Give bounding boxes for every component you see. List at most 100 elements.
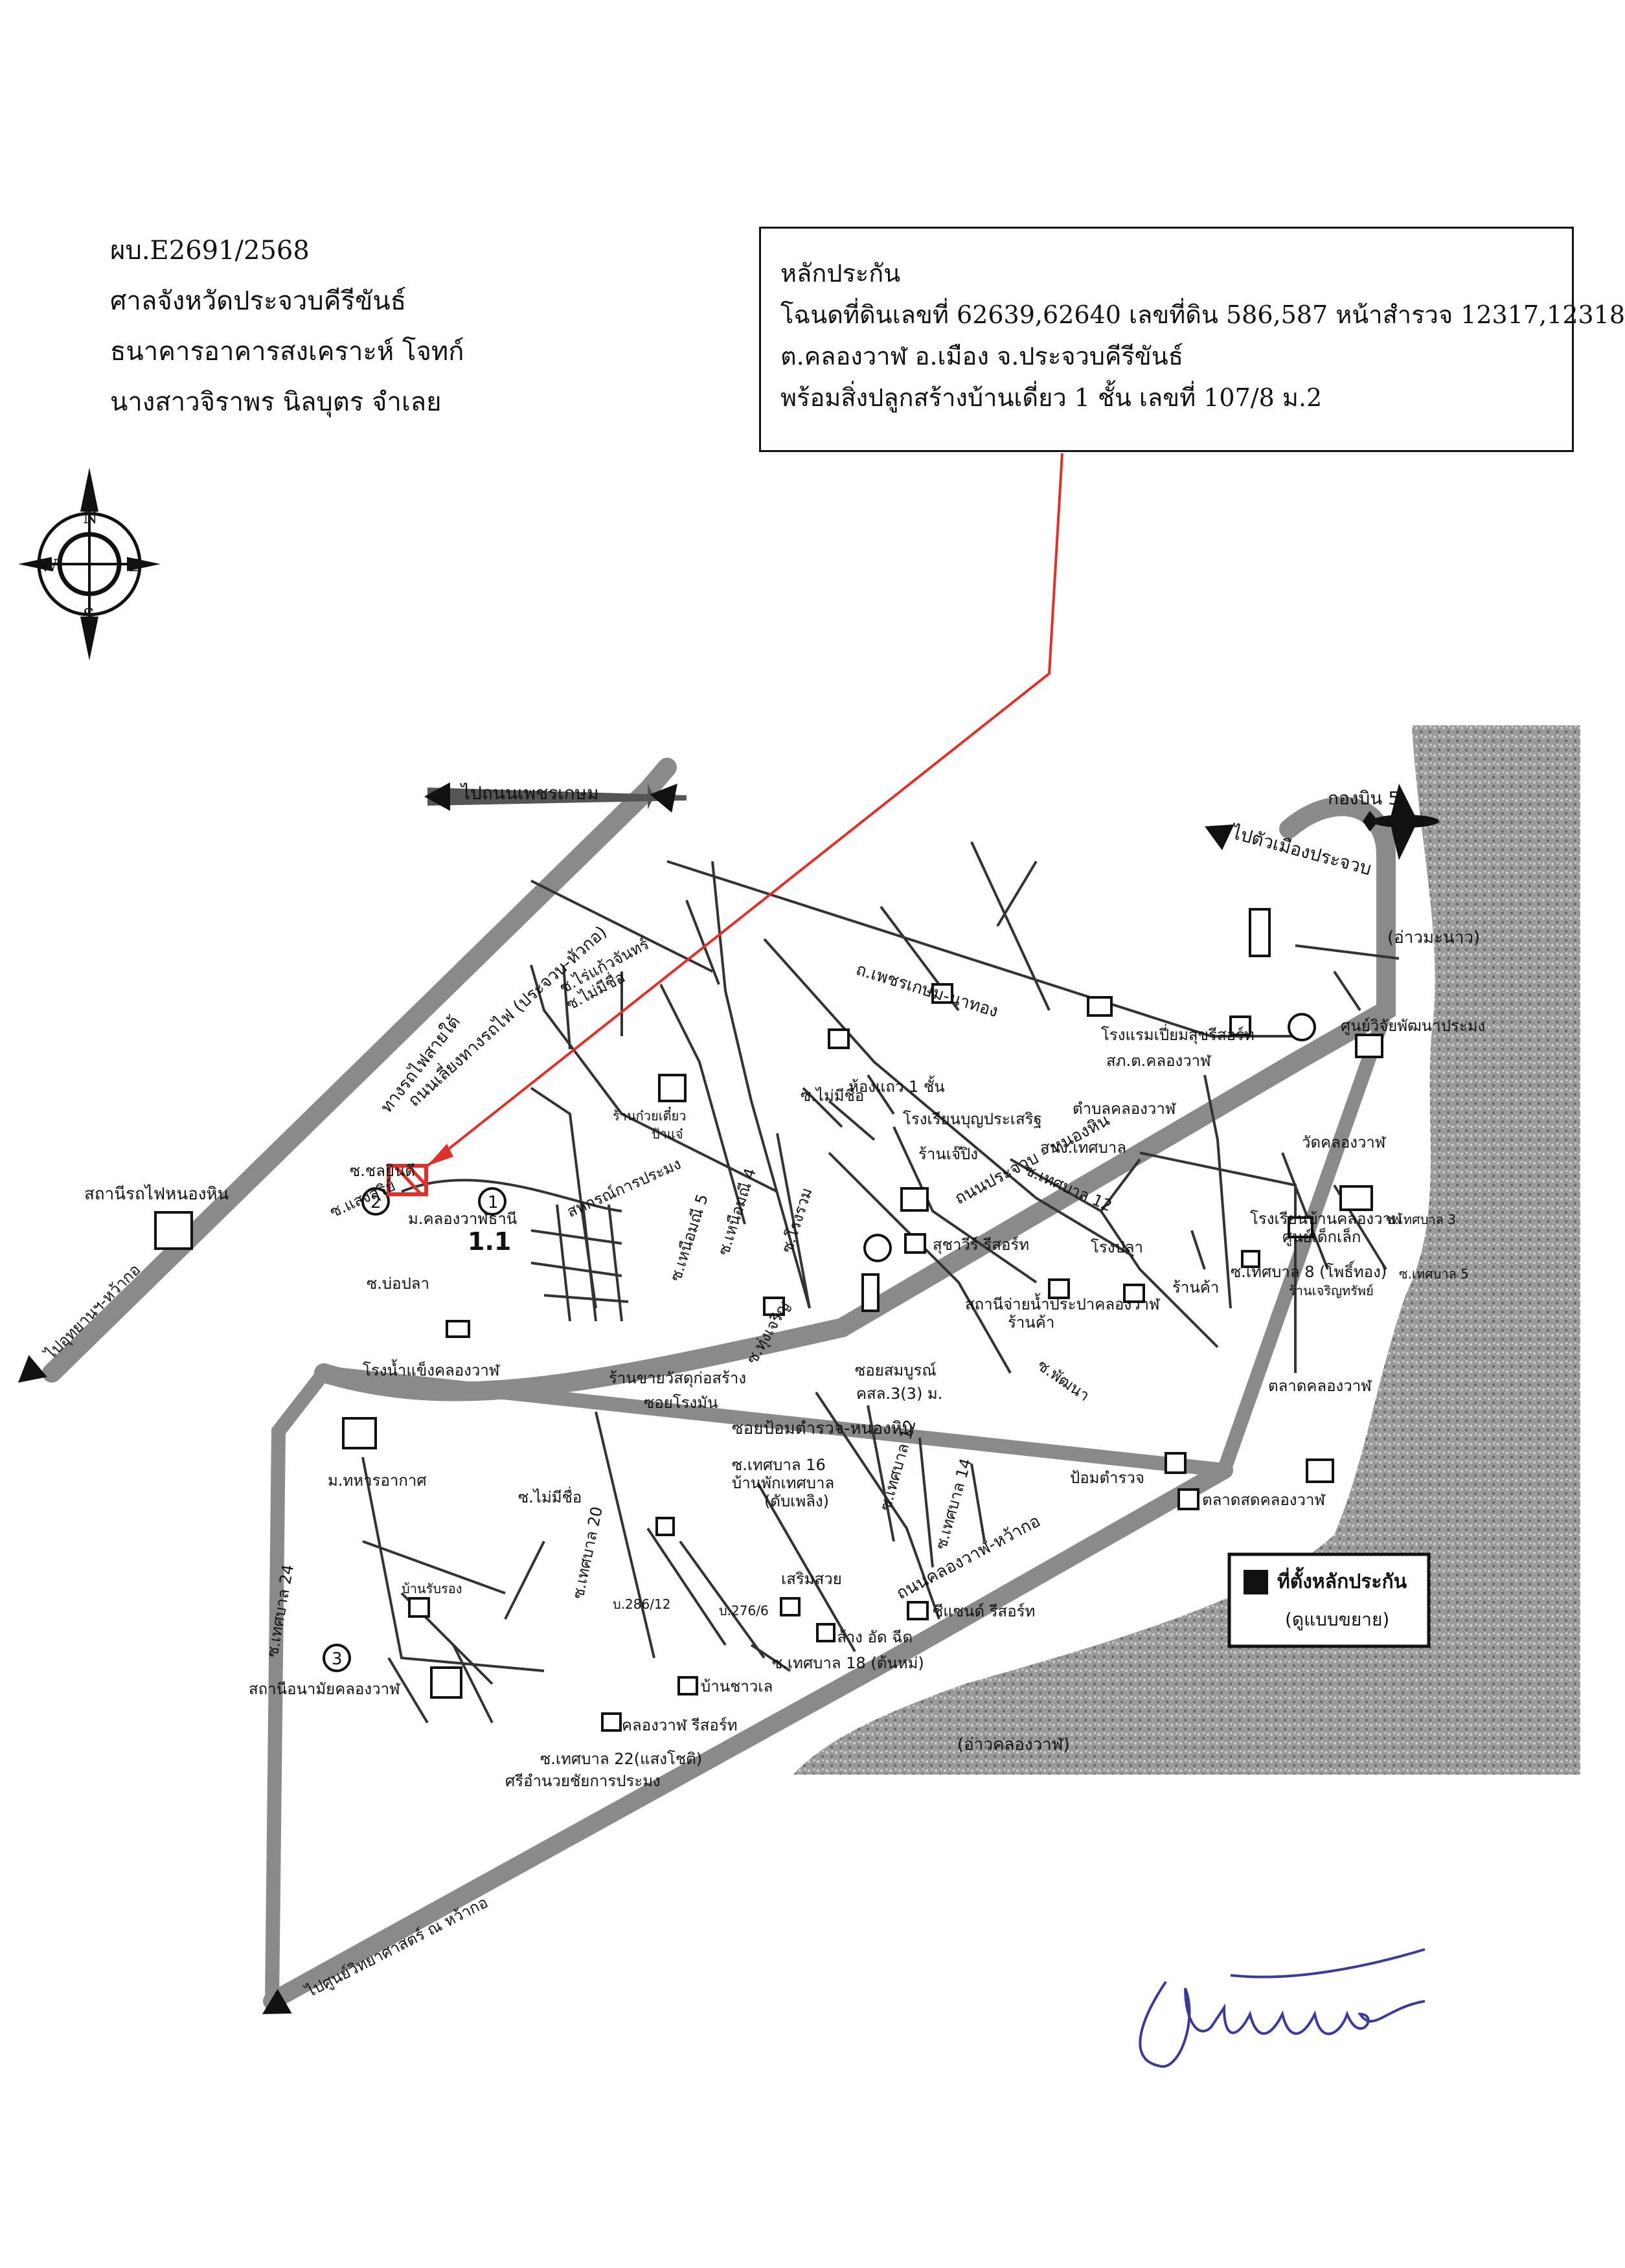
label-soi-thet-8: ซ.เทศบาล 8 (โพธิ์ทอง) bbox=[1231, 1260, 1387, 1281]
legend-box: ที่ตั้งหลักประกัน (ดูแบบขยาย) bbox=[1227, 1552, 1431, 1648]
collateral-site bbox=[387, 1164, 428, 1196]
station-icon bbox=[154, 1211, 193, 1250]
label-soi-phatthana: ซ.พัฒนา bbox=[1034, 1356, 1093, 1405]
label-air-wing: กองบิน 5 bbox=[1328, 788, 1400, 809]
label-soi-thet-20: ซ.เทศบาล 20 bbox=[569, 1505, 606, 1600]
label-ban-rabrong: บ้านรับรอง bbox=[402, 1581, 462, 1596]
label-shop-2: ร้านค้า bbox=[1172, 1278, 1219, 1297]
label-fresh-market: ตลาดสดคลองวาฬ bbox=[1202, 1491, 1326, 1509]
tambon-office-icon bbox=[1087, 996, 1113, 1017]
airplane-icon bbox=[1363, 784, 1439, 860]
defendant-line: นางสาวจิราพร นิลบุตร จำเลย bbox=[110, 387, 442, 417]
row-house-icon bbox=[931, 983, 953, 1004]
ice-factory-icon bbox=[446, 1320, 470, 1338]
label-ice-factory: โรงน้ำแข็งคลองวาฬ bbox=[363, 1359, 501, 1379]
water-icon bbox=[1048, 1278, 1070, 1299]
label-sermsuay: เสริมสวย bbox=[781, 1570, 842, 1588]
compass-e: E bbox=[128, 556, 141, 576]
collateral-title: หลักประกัน bbox=[780, 259, 901, 288]
signature bbox=[1139, 1948, 1426, 2068]
label-shop: ร้านค้า bbox=[1008, 1313, 1054, 1332]
label-soi-thet-5: ซ.เทศบาล 5 bbox=[1399, 1266, 1469, 1282]
label-water-plant: สถานีจ่ายน้ำประปาคลองวาฬ bbox=[965, 1293, 1161, 1313]
plaintiff-line: ธนาคารอาคารสงเคราะห์ โจทก์ bbox=[110, 337, 464, 367]
label-ao-khlong-wan: (อ่าวคลองวาฬ) bbox=[957, 1735, 1070, 1754]
case-number: ผบ.E2691/2568 bbox=[110, 236, 310, 266]
label-shop-charoen: ร้านเจริญทรัพย์ bbox=[1289, 1283, 1374, 1298]
label-construction: ร้านขายวัสดุก่อสร้าง bbox=[609, 1369, 746, 1388]
label-soi-sombun: ซอยสมบูรณ์ bbox=[855, 1361, 937, 1380]
hotel-icon bbox=[1229, 1015, 1251, 1036]
label-tambon-office-2: ตำบลคลองวาฬ bbox=[1073, 1100, 1177, 1118]
school-icon-2 bbox=[1339, 1185, 1373, 1211]
label-house-276: บ.276/6 bbox=[719, 1603, 769, 1618]
compass-w: W bbox=[40, 556, 58, 576]
label-wat: วัดคลองวาฬ bbox=[1302, 1133, 1387, 1151]
collateral-building-line: พร้อมสิ่งปลูกสร้างบ้านเดี่ยว 1 ชั้น เลขท… bbox=[780, 383, 1323, 412]
house-286-icon bbox=[655, 1517, 675, 1536]
carwash-icon bbox=[816, 1623, 835, 1642]
ban-rabrong-icon bbox=[408, 1597, 430, 1618]
label-police: สภ.ต.คลองวาฬ bbox=[1106, 1052, 1212, 1070]
label-fish-factory: โรงปลา bbox=[1091, 1238, 1143, 1256]
label-hotel: โรงแรมเปี่ยมสุขรีสอร์ท bbox=[1101, 1024, 1255, 1045]
shop-icon-3 bbox=[1241, 1250, 1260, 1268]
minor-streets bbox=[361, 841, 1400, 1724]
label-school-bunprasert: โรงเรียนบุญประเสริฐ bbox=[903, 1110, 1042, 1129]
label-army: ม.ทหารอากาศ bbox=[328, 1471, 427, 1490]
handwritten-note: 1.1 bbox=[468, 1227, 511, 1256]
label-tambon-office: สนง.เทศบาล bbox=[1040, 1139, 1126, 1157]
label-bypass-rd: ถนนเลี่ยงทางรถไฟ (ประจวบ-หัวกอ) bbox=[403, 920, 611, 1111]
school-icon bbox=[900, 1187, 929, 1212]
label-row-house: ห้องแถว 1 ชั้น bbox=[848, 1075, 945, 1096]
label-shop-jaeping: ร้านเจ๊ปิง bbox=[918, 1145, 978, 1163]
shop-icon bbox=[658, 1074, 687, 1102]
label-suchawee: สุชาวีร์ รีสอร์ท bbox=[933, 1236, 1029, 1254]
label-police-box: ป้อมตำรวจ bbox=[1070, 1469, 1144, 1487]
coastal-road bbox=[263, 1461, 1233, 2010]
major-roads bbox=[42, 758, 1396, 2010]
label-station-nonghin: สถานีรถไฟหนองหิน bbox=[84, 1184, 229, 1204]
site-markers: 1 2 3 1.1 bbox=[323, 1164, 511, 1672]
label-khlongwan-resort: คลองวาฬ รีสอร์ท bbox=[622, 1716, 738, 1734]
compass-rose: N S W E bbox=[18, 468, 161, 661]
court-name: ศาลจังหวัดประจวบคีรีขันธ์ bbox=[110, 286, 407, 316]
label-research: ศูนย์วิจัยพัฒนาประมง bbox=[1341, 1017, 1485, 1036]
road-junction-circles bbox=[863, 1013, 1316, 1262]
label-soi-thet-16: ซ.เทศบาล 16 bbox=[732, 1456, 826, 1474]
construction-icon bbox=[763, 1297, 785, 1316]
marker-1: 1 bbox=[488, 1193, 499, 1212]
label-fire: (ดับเพลิง) bbox=[764, 1492, 829, 1510]
shop-icon-2 bbox=[1123, 1284, 1145, 1303]
market-icon bbox=[1306, 1458, 1334, 1483]
compass-s: S bbox=[83, 606, 95, 625]
label-house-286: บ.286/12 bbox=[613, 1596, 670, 1612]
label-to-wako: ไปอุทยานฯ-หว้ากอ bbox=[41, 1260, 144, 1364]
label-school-khlongwan: โรงเรียนบ้านคลองวาฬ bbox=[1250, 1210, 1403, 1228]
health-icon bbox=[430, 1666, 462, 1699]
label-khsl: คสล.3(3) ม. bbox=[856, 1385, 942, 1403]
house-276-icon bbox=[780, 1597, 801, 1616]
label-to-science: ไปศูนย์วิทยาศาสตร์ ณ หว้ากอ bbox=[302, 1893, 491, 2002]
direction-arrows bbox=[8, 774, 1234, 2027]
label-thet-house: บ้านพักเทศบาล bbox=[732, 1474, 834, 1492]
collateral-location-line: ต.คลองวาฬ อ.เมือง จ.ประจวบคีรีขันธ์ bbox=[780, 342, 1183, 370]
collateral-deed-line: โฉนดที่ดินเลขที่ 62639,62640 เลขที่ดิน 5… bbox=[780, 301, 1625, 329]
army-icon bbox=[342, 1417, 377, 1449]
label-pa-jae: ป้าแจ๋ bbox=[652, 1126, 683, 1142]
label-cooperative: สหกรณ์การประมง bbox=[564, 1155, 684, 1221]
label-soi-thet-22: ซ.เทศบาล 22(แสงโชติ) bbox=[540, 1750, 702, 1768]
label-sriamnuay: ศรีอำนวยชัยการประมง bbox=[505, 1772, 661, 1790]
traffic-light-icon bbox=[1249, 908, 1271, 957]
label-soi-nuea-5: ซ.เหนือมณี 5 bbox=[666, 1192, 712, 1284]
marker-3: 3 bbox=[332, 1650, 343, 1669]
chaolay-icon bbox=[677, 1676, 698, 1695]
legend-sub: (ดูแบบขยาย) bbox=[1285, 1609, 1389, 1631]
seasand-icon bbox=[907, 1601, 929, 1620]
label-soi-thet-14: ซ.เทศบาล 14 bbox=[932, 1457, 975, 1552]
label-soi-thet-3: ซ.เทศบาล 3 bbox=[1386, 1212, 1456, 1227]
research-icon bbox=[1355, 1034, 1383, 1058]
label-health: สถานีอนามัยคลองวาฬ bbox=[249, 1680, 401, 1698]
label-soi-rongmun: ซอยโรงมัน bbox=[644, 1394, 718, 1412]
